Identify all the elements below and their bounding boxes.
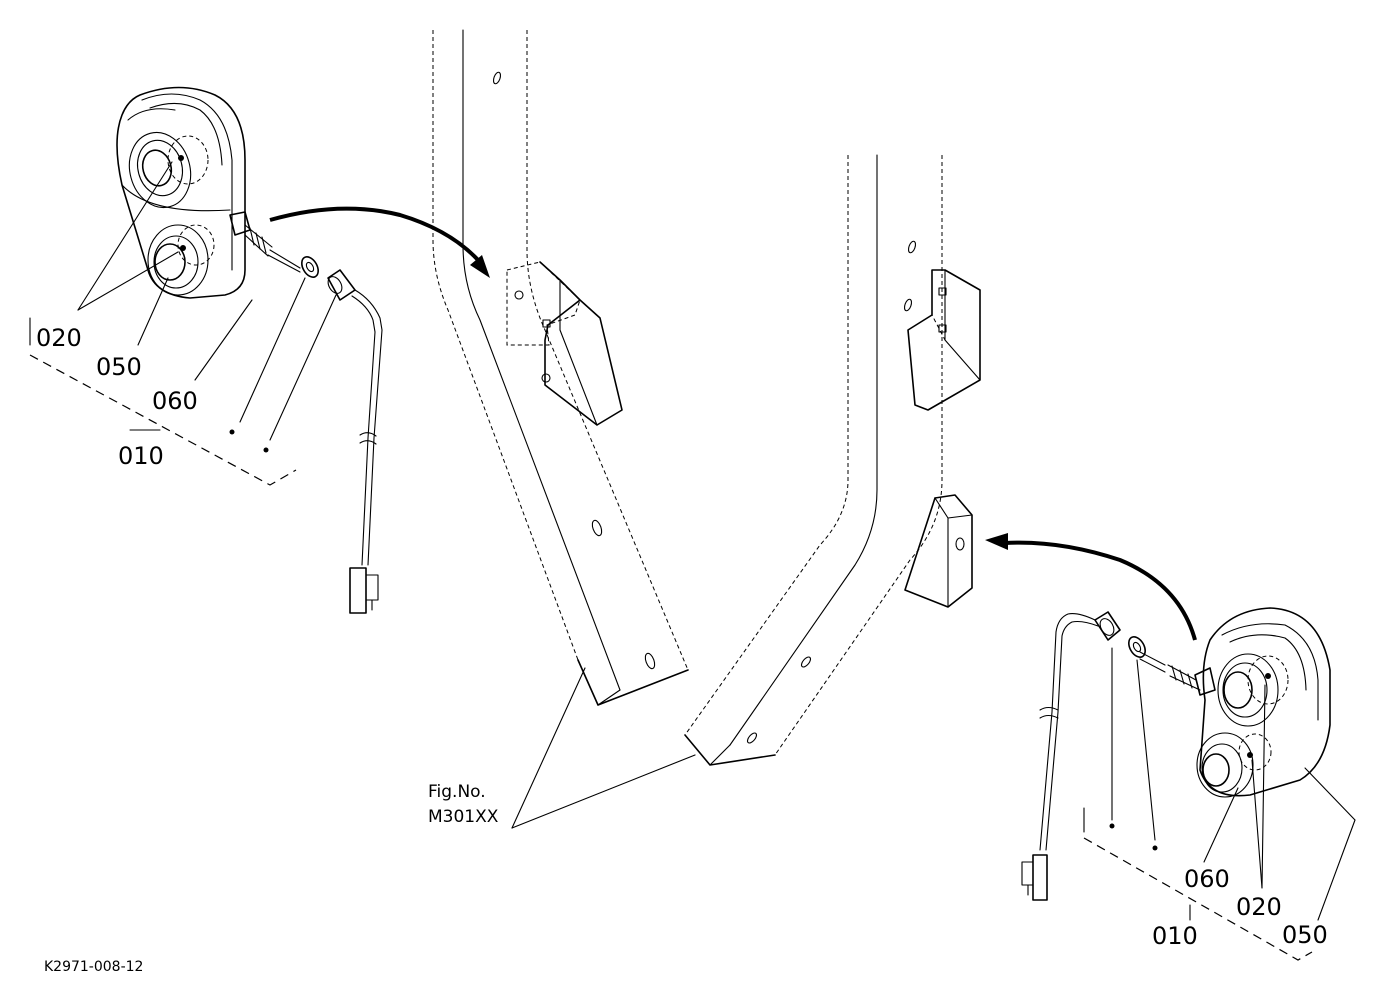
right-callout-010: 010 xyxy=(1152,922,1198,950)
right-callout-050: 050 xyxy=(1282,921,1328,949)
figure-reference-line2: M301XX xyxy=(428,807,499,827)
right-frame-post xyxy=(684,154,943,766)
left-callout-050: 050 xyxy=(96,353,142,381)
right-lower-bracket xyxy=(904,494,973,608)
right-install-arrow xyxy=(985,533,1197,641)
left-callout-020: 020 xyxy=(36,324,82,352)
figure-reference-leaders xyxy=(511,667,696,829)
left-leaders xyxy=(29,161,337,486)
drawing-code: K2971-008-12 xyxy=(44,959,143,975)
left-install-arrow xyxy=(269,206,490,278)
right-lamp-assembly xyxy=(1021,607,1331,901)
left-callout-060: 060 xyxy=(152,387,198,415)
right-callout-020: 020 xyxy=(1236,893,1282,921)
right-callout-060: 060 xyxy=(1184,865,1230,893)
figure-reference-line1: Fig.No. xyxy=(428,782,486,802)
left-mount-bracket xyxy=(506,261,623,426)
left-frame-post xyxy=(432,29,689,706)
left-callout-010: 010 xyxy=(118,442,164,470)
left-lamp-assembly xyxy=(116,86,383,614)
right-upper-bracket xyxy=(907,269,981,411)
right-leaders xyxy=(1083,647,1356,961)
